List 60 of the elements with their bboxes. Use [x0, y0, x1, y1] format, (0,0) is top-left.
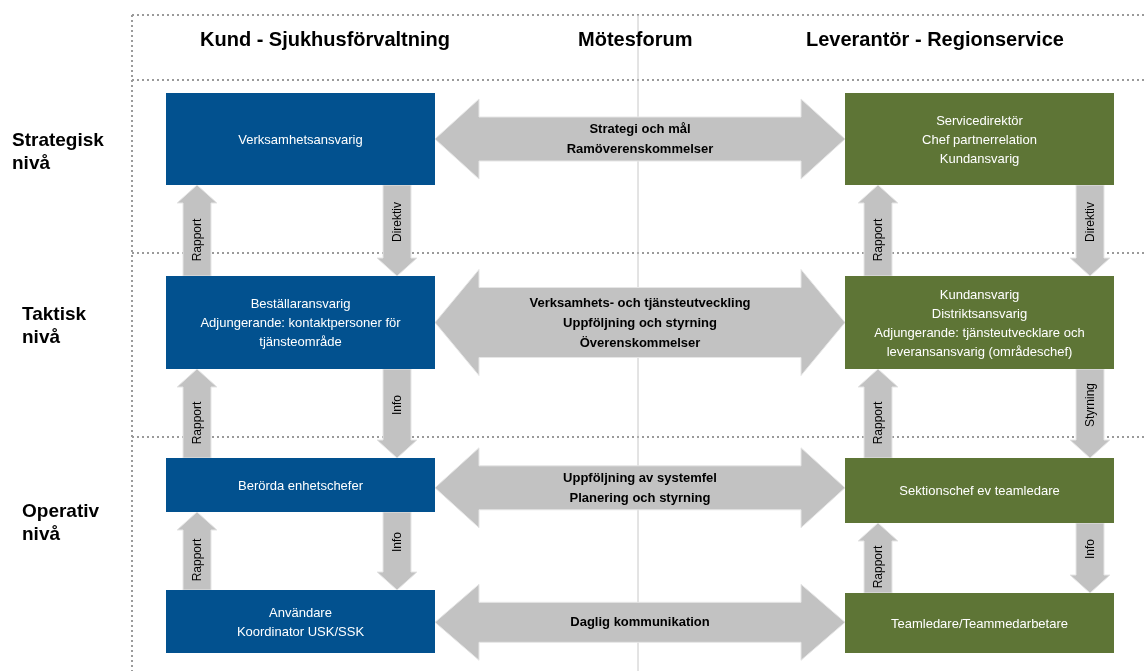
role-box [166, 590, 435, 653]
role-text: Teamledare/Teammedarbetare [890, 614, 1068, 633]
block-arrow [857, 522, 899, 594]
role-text: Kundansvarig [939, 285, 1020, 304]
role-box [845, 458, 1114, 523]
block-arrow [176, 184, 218, 277]
edge-label: Verksamhets- och tjänsteutveckling Uppföljning och styrning Överenskommelser [528, 293, 752, 352]
edge-label: Info [1083, 539, 1097, 559]
role-text: Adjungerande: kontaktpersoner för tjänsteområde [199, 314, 402, 351]
double-block-arrow [434, 98, 846, 180]
edge-label: Styrning [1083, 382, 1097, 427]
block-arrow [376, 184, 418, 277]
block-arrow [376, 511, 418, 591]
double-block-arrow [434, 269, 846, 376]
role-box [166, 93, 435, 185]
row-label: Strategisk nivå [12, 128, 105, 174]
edge-label: Direktiv [390, 201, 404, 242]
role-text: Berörda enhetschefer [238, 476, 363, 495]
role-text: Koordinator USK/SSK [236, 622, 365, 641]
block-arrow [176, 511, 218, 591]
role-box [166, 276, 435, 369]
role-text: Adjungerande: tjänsteutvecklare och leveransansvarig (områdeschef) [873, 323, 1086, 361]
block-arrow [1069, 522, 1111, 594]
edge-label: Daglig kommunikation [569, 613, 711, 632]
edge-label: Rapport [871, 218, 885, 261]
row-label: Operativ nivå [22, 499, 101, 545]
role-box [845, 276, 1114, 369]
column-heading: Mötesforum [578, 27, 693, 52]
block-arrow [857, 368, 899, 459]
row-label: Taktisk nivå [22, 302, 88, 348]
role-box [845, 93, 1114, 185]
role-text: Chef partnerrelation [922, 130, 1037, 149]
block-arrow [176, 368, 218, 459]
edge-label: Info [390, 532, 404, 552]
edge-label: Strategi och mål Ramöverenskommelser [565, 120, 715, 158]
double-block-arrow [434, 447, 846, 529]
block-arrow [1069, 368, 1111, 459]
double-block-arrow [434, 583, 846, 661]
role-box [166, 458, 435, 512]
edge-label: Uppföljning av systemfel Planering och styrning [562, 468, 718, 507]
role-text: Beställaransvarig [250, 295, 351, 313]
role-text: Sektionschef ev teamledare [899, 482, 1060, 500]
edge-label: Direktiv [1083, 201, 1097, 242]
block-arrow [376, 368, 418, 459]
role-text: Användare [269, 603, 332, 622]
column-heading: Kund - Sjukhusförvaltning [200, 27, 450, 52]
edge-label: Rapport [871, 401, 885, 444]
edge-label: Rapport [190, 401, 204, 444]
role-text: Verksamhetsansvarig [238, 130, 363, 149]
edge-label: Rapport [190, 538, 204, 582]
role-text: Servicedirektör [936, 111, 1023, 130]
block-arrow [1069, 184, 1111, 277]
edge-label: Rapport [190, 218, 204, 261]
edge-label: Info [390, 394, 404, 415]
role-text: Distriktsansvarig [931, 304, 1028, 323]
block-arrow [857, 184, 899, 277]
edge-label: Rapport [871, 545, 885, 589]
role-text: Kundansvarig [939, 149, 1020, 168]
column-heading: Leverantör - Regionservice [806, 27, 1064, 52]
role-box [845, 593, 1114, 653]
